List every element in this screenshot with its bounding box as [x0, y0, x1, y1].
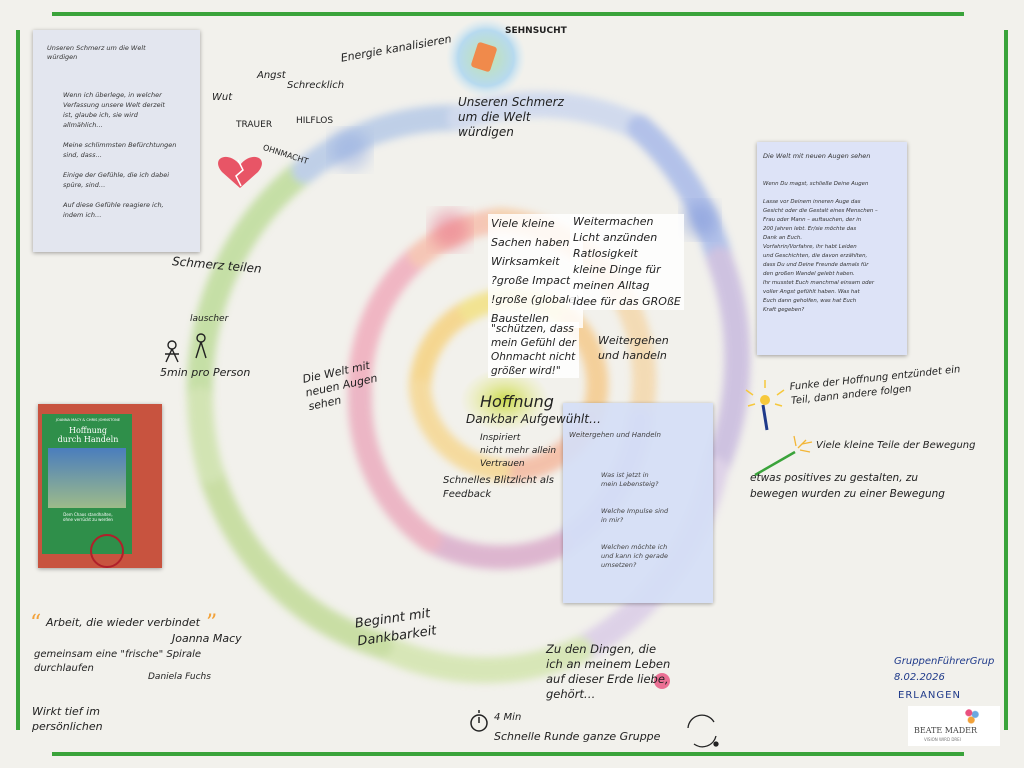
logo-dots-icon: [964, 708, 980, 724]
group-label: GruppenFührerGrup: [894, 656, 995, 667]
going-forth-phase-label: Weitergehen und handeln: [598, 334, 669, 362]
things-love-label: Zu den Dingen, die ich an meinem Leben a…: [546, 642, 671, 701]
date-label: 8.02.2026: [894, 672, 945, 683]
timer-icon: [470, 710, 488, 732]
paper-left-title: Unseren Schmerz um die Welt würdigen: [47, 44, 146, 61]
paper-going-forth: Weitergehen und Handeln Was ist jetzt in…: [563, 403, 713, 603]
paper-right-title: Die Welt mit neuen Augen sehen: [763, 152, 871, 160]
paper-center-q1: Was ist jetzt in mein Lebensteig?: [601, 471, 659, 488]
spiral-note: gemeinsam eine "frische" Spirale durchla…: [34, 649, 201, 674]
hope-label: Hoffnung: [480, 392, 554, 411]
sparkler-icon: [754, 435, 813, 477]
inner-notes-left: Viele kleine Sachen haben Wirksamkeit ?g…: [488, 214, 583, 328]
hilflos-label: HILFLOS: [296, 116, 334, 126]
circle-arrows-icon: [687, 714, 719, 748]
book-subtitle: Dem Chaos standhalten, ohne verrückt zu …: [63, 512, 113, 522]
angst-label: Angst: [257, 70, 286, 81]
book-title: Hoffnung durch Handeln: [57, 426, 119, 444]
positive-note: etwas positives zu gestalten, zu bewegen…: [750, 472, 945, 500]
gratitude-moved-label: Dankbar Aufgewühlt…: [466, 412, 601, 426]
paper-left-body: Wenn ich überlege, in welcher Verfassung…: [63, 91, 177, 219]
paper-pain-left: Unseren Schmerz um die Welt würdigen Wen…: [33, 30, 200, 252]
logo-name: BEATE MADER: [914, 726, 978, 735]
parts-note: Viele kleine Teile der Bewegung: [816, 440, 976, 451]
book-photo: JOANNA MACY & CHRIS JOHNSTONE Hoffnung d…: [38, 404, 162, 568]
paper-center-q3: Welchen möchte ich und kann ich gerade u…: [601, 543, 668, 569]
spark-candle-icon: [745, 380, 785, 431]
paper-center-q2: Welche Impulse sind in mir?: [601, 507, 669, 524]
pain-phase-label: Unseren Schmerz um die Welt würdigen: [458, 95, 564, 139]
bookmark-ribbon: [90, 534, 124, 568]
sehnsucht-label: SEHNSUCHT: [505, 26, 567, 36]
book-image: [48, 448, 126, 508]
inner-notes-quote: "schützen, dass mein Gefühl der Ohnmacht…: [488, 322, 579, 378]
book-cover: JOANNA MACY & CHRIS JOHNSTONE Hoffnung d…: [42, 414, 132, 554]
frame-right: [1004, 30, 1008, 730]
trauer-label: TRAUER: [236, 120, 273, 130]
pink-dot: [654, 673, 670, 689]
listener-figures-icon: [165, 333, 207, 363]
pro-person-label: 5min pro Person: [160, 366, 251, 379]
quote-author: Joanna Macy: [172, 632, 242, 645]
paper-right-body: Wenn Du magst, schließe Deine Augen Lass…: [763, 181, 878, 313]
round-minutes-label: 4 Min: [494, 712, 522, 723]
round-text-label: Schnelle Runde ganze Gruppe: [494, 730, 661, 743]
logo-tag: VISION WIRD DREI: [924, 737, 961, 742]
svg-text:”: ”: [206, 611, 217, 636]
paper-new-eyes-right: Die Welt mit neuen Augen sehen Wenn Du m…: [757, 142, 907, 355]
frame-left: [16, 30, 20, 730]
paper-center-title: Weitergehen und Handeln: [569, 431, 661, 439]
flashlight-label: Schnelles Blitzlicht als Feedback: [443, 475, 554, 500]
book-authors: JOANNA MACY & CHRIS JOHNSTONE: [55, 418, 121, 422]
city-label: ERLANGEN: [898, 690, 961, 701]
schrecklich-label: Schrecklich: [287, 80, 345, 91]
quote-author2: Daniela Fuchs: [148, 672, 211, 682]
frame-top: [52, 12, 964, 16]
logo: BEATE MADER VISION WIRD DREI: [908, 706, 1000, 746]
quote-text: Arbeit, die wieder verbindet: [46, 616, 200, 629]
inspired-label: Inspiriert nicht mehr allein Vertrauen: [480, 433, 557, 469]
deep-note: Wirkt tief im persönlichen: [32, 705, 103, 733]
inner-notes-right: Weitermachen Licht anzünden Ratlosigkeit…: [570, 214, 684, 310]
wut-label: Wut: [212, 92, 233, 103]
svg-text:“: “: [30, 611, 41, 636]
frame-bottom: [52, 752, 964, 756]
lauscher-label: lauscher: [190, 314, 229, 324]
